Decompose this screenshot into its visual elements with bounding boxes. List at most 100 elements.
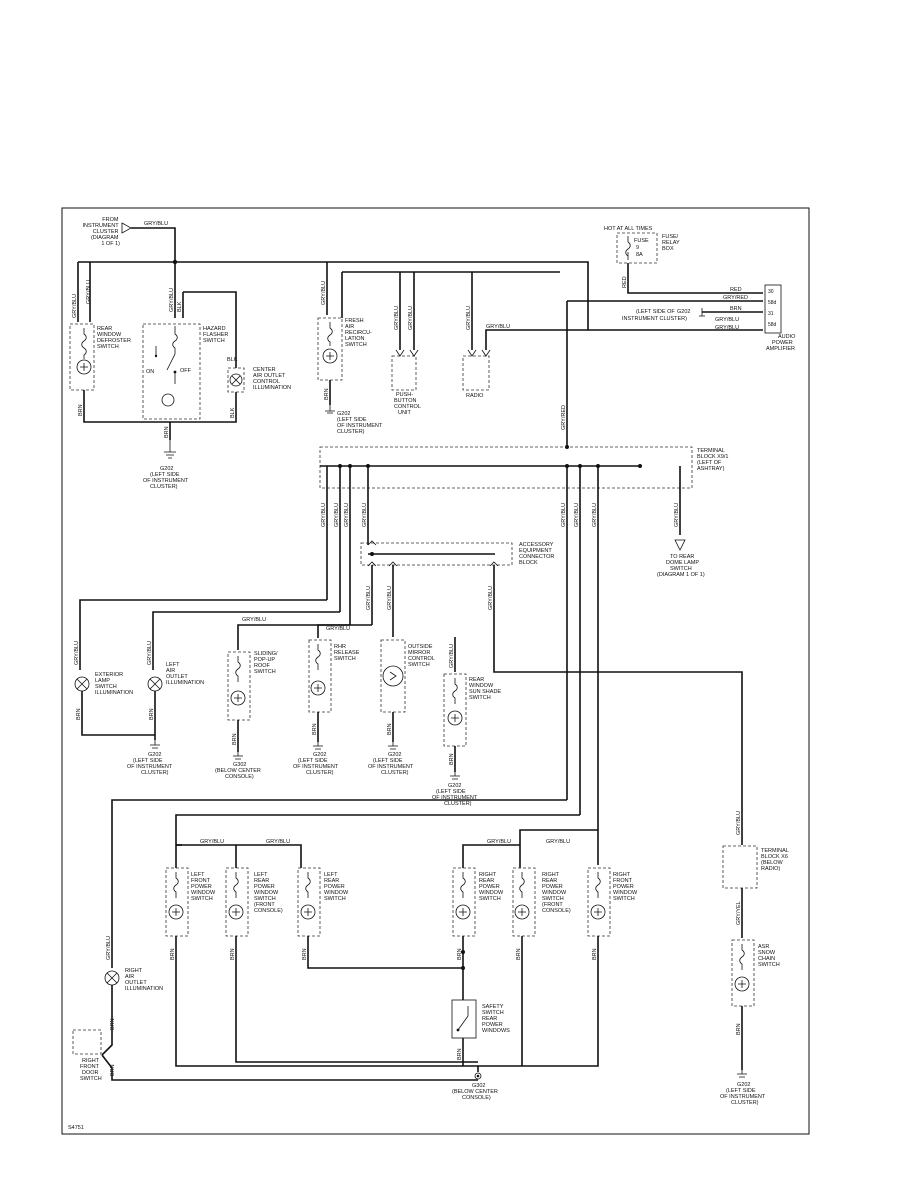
- svg-text:GRY/BLU: GRY/BLU: [86, 280, 92, 304]
- svg-text:GRY/BLU: GRY/BLU: [449, 644, 455, 668]
- svg-text:GRY/YEL: GRY/YEL: [736, 901, 742, 925]
- svg-text:GRY/BLU: GRY/BLU: [326, 626, 350, 632]
- svg-text:31: 31: [768, 311, 774, 317]
- svg-text:BRN: BRN: [730, 306, 742, 312]
- to-rear-dome-label: TO REAR DOME LAMP SWITCH (DIAGRAM 1 OF 1…: [657, 554, 705, 578]
- svg-text:BRN: BRN: [457, 948, 463, 960]
- svg-text:RED: RED: [622, 276, 628, 288]
- left-rear-power-label: LEFT REAR POWER WINDOW SWITCH: [324, 872, 350, 902]
- svg-text:BRN: BRN: [230, 948, 236, 960]
- svg-text:BRN: BRN: [736, 1023, 742, 1035]
- svg-text:GRY/BLU: GRY/BLU: [200, 839, 224, 845]
- sheet-code: S4751: [68, 1125, 84, 1131]
- svg-text:GRY/BLU: GRY/BLU: [574, 503, 580, 527]
- right-front-power-window-switch: [587, 867, 611, 937]
- wire-color-label: GRY/BLU: [144, 221, 168, 227]
- fresh-air-label: FRESH AIR RECIRCU- LATION SWITCH: [345, 318, 373, 348]
- audio-power-amplifier-label: AUDIO POWER AMPLIFIER: [766, 334, 797, 352]
- svg-text:58d: 58d: [768, 300, 777, 306]
- svg-text:GRY/BLU: GRY/BLU: [321, 281, 327, 305]
- radio: [462, 349, 491, 391]
- fuse-relay-box: HOT AT ALL TIMES FUSE 9 8A FUSE/ RELAY B…: [604, 226, 681, 264]
- svg-text:GRY/RED: GRY/RED: [561, 405, 567, 430]
- exterior-lamp-switch-illumination: [74, 676, 90, 692]
- rear-sun-shade-label: REAR WINDOW SUN SHADE SWITCH: [469, 677, 503, 701]
- svg-text:GRY/BLU: GRY/BLU: [366, 586, 372, 610]
- accessory-equipment-connector-block: [360, 540, 513, 567]
- radio-label: RADIO: [466, 393, 484, 399]
- asr-snow-chain-label: ASR SNOW CHAIN SWITCH: [758, 944, 780, 968]
- svg-text:GRY/BLU: GRY/BLU: [147, 641, 153, 665]
- svg-text:GRY/BLU: GRY/BLU: [715, 325, 739, 331]
- push-button-control-unit: [391, 349, 419, 391]
- left-air-outlet-label: LEFT AIR OUTLET ILLUMINATION: [166, 662, 204, 686]
- right-rear-power-label: RIGHT REAR POWER WINDOW SWITCH: [479, 872, 505, 902]
- svg-text:BRN: BRN: [110, 1018, 116, 1030]
- svg-text:BRN: BRN: [457, 1048, 463, 1060]
- terminal-block-x6: [722, 845, 758, 889]
- left-rear-front-console-label: LEFT REAR POWER WINDOW SWITCH (FRONT CON…: [254, 872, 283, 914]
- gry-blu-bus-top: [78, 261, 763, 331]
- g202-exterior-label: G202 (LEFT SIDE OF INSTRUMENT CLUSTER): [127, 752, 174, 776]
- asr-snow-chain-switch: [731, 939, 755, 1007]
- svg-text:BRN: BRN: [78, 404, 84, 416]
- hot-at-all-times-label: HOT AT ALL TIMES: [604, 226, 653, 232]
- right-air-outlet-label: RIGHT AIR OUTLET ILLUMINATION: [125, 968, 163, 992]
- svg-text:GRY/BLU: GRY/BLU: [362, 503, 368, 527]
- svg-text:GRY/RED: GRY/RED: [723, 295, 748, 301]
- fuse-relay-box-label: FUSE/ RELAY BOX: [662, 234, 681, 252]
- svg-text:BRN: BRN: [170, 948, 176, 960]
- right-air-outlet-illumination: [104, 970, 120, 986]
- svg-text:BRN: BRN: [149, 708, 155, 720]
- rear-window-defroster-switch: [69, 323, 95, 391]
- hazard-flasher-switch: [142, 323, 201, 420]
- safety-switch-label: SAFETY SWITCH REAR POWER WINDOWS: [482, 1004, 510, 1034]
- right-rear-power-window-switch: [452, 867, 476, 937]
- svg-text:GRY/BLU: GRY/BLU: [736, 811, 742, 835]
- svg-text:GRY/BLU: GRY/BLU: [321, 503, 327, 527]
- svg-text:GRY/BLU: GRY/BLU: [592, 503, 598, 527]
- g302-ground-symbol: [474, 1072, 482, 1080]
- svg-text:GRY/BLU: GRY/BLU: [387, 586, 393, 610]
- right-rear-power-window-switch-front-console: [512, 867, 536, 937]
- svg-text:GRY/BLU: GRY/BLU: [546, 839, 570, 845]
- audio-power-amplifier: 30 58d 31 58d AUDIO POWER AMPLIFIER: [764, 284, 797, 352]
- svg-text:GRY/BLU: GRY/BLU: [674, 503, 680, 527]
- svg-text:BRN: BRN: [592, 948, 598, 960]
- svg-text:BRN: BRN: [302, 948, 308, 960]
- svg-text:30: 30: [768, 289, 774, 295]
- svg-text:BLK: BLK: [230, 407, 236, 418]
- sliding-roof-label: SLIDING/ POP-UP ROOF SWITCH: [254, 651, 279, 675]
- terminal-block-x6-label: TERMINAL BLOCK X6 (BELOW RADIO): [761, 848, 790, 872]
- svg-text:GRY/BLU: GRY/BLU: [334, 503, 340, 527]
- svg-text:GRY/BLU: GRY/BLU: [344, 503, 350, 527]
- svg-text:BRN: BRN: [164, 426, 170, 438]
- svg-text:INSTRUMENT CLUSTER): INSTRUMENT CLUSTER): [622, 316, 687, 322]
- exterior-lamp-label: EXTERIOR LAMP SWITCH ILLUMINATION: [95, 672, 133, 696]
- terminal-block-x9-label: TERMINAL BLOCK X9/1 (LEFT OF ASHTRAY): [697, 448, 730, 472]
- svg-text:GRY/BLU: GRY/BLU: [487, 839, 511, 845]
- to-rear-dome-connector: [674, 539, 686, 551]
- g202-hazard-label: G202 (LEFT SIDE OF INSTRUMENT CLUSTER): [143, 466, 190, 490]
- g302-bottom-label: G302 (BELOW CENTER CONSOLE): [452, 1083, 499, 1101]
- svg-text:GRY/BLU: GRY/BLU: [715, 317, 739, 323]
- ground-symbol: [164, 440, 176, 459]
- svg-text:BRN: BRN: [387, 723, 393, 735]
- svg-text:BLK: BLK: [227, 357, 238, 363]
- svg-text:58d: 58d: [768, 322, 777, 328]
- right-rear-front-console-label: RIGHT REAR POWER WINDOW SWITCH (FRONT CO…: [542, 872, 571, 914]
- left-rear-power-window-switch-front-console: [225, 867, 249, 937]
- svg-text:BRN: BRN: [76, 708, 82, 720]
- right-front-door-switch: [72, 1029, 102, 1055]
- svg-text:BRN: BRN: [449, 753, 455, 765]
- g202-rhr-label: G202 (LEFT SIDE OF INSTRUMENT CLUSTER): [293, 752, 340, 776]
- svg-text:GRY/BLU: GRY/BLU: [106, 936, 112, 960]
- g302-roof-label: G302 (BELOW CENTER CONSOLE): [215, 762, 262, 780]
- diagram-frame: [61, 207, 810, 1135]
- svg-text:GRY/BLU: GRY/BLU: [74, 641, 80, 665]
- accessory-block-label: ACCESSORY EQUIPMENT CONNECTOR BLOCK: [519, 542, 556, 566]
- outside-mirror-label: OUTSIDE MIRROR CONTROL SWITCH: [408, 644, 436, 668]
- svg-text:RED: RED: [730, 287, 742, 293]
- from-instrument-cluster-connector: FROM INSTRUMENT CLUSTER (DIAGRAM 1 OF 1)…: [83, 217, 169, 247]
